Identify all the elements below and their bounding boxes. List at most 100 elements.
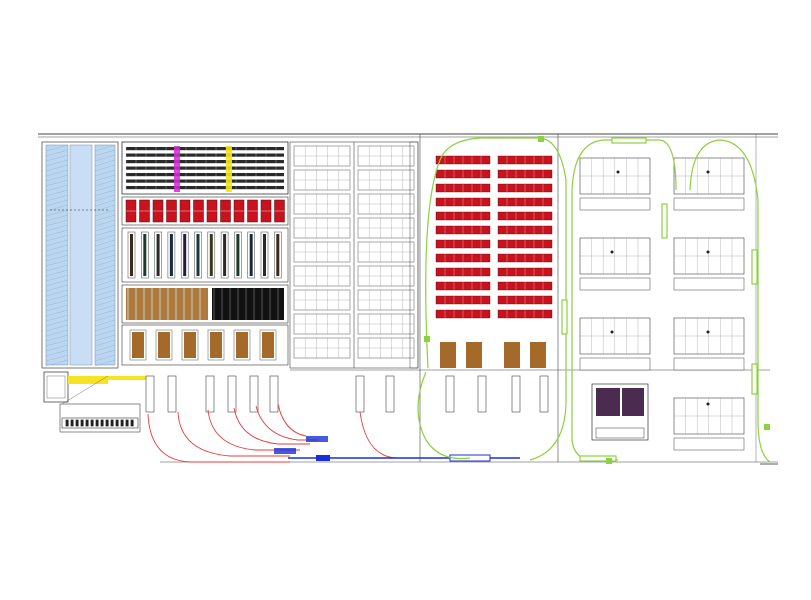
right-bay-lower <box>673 197 745 211</box>
shelf-stock <box>156 234 160 276</box>
hatch-line <box>45 339 69 347</box>
shelf-stock <box>143 234 147 276</box>
hatch-line <box>94 269 116 277</box>
dock-doors <box>145 375 549 413</box>
hatch-line <box>94 169 116 177</box>
hatch-line <box>94 354 116 362</box>
right-bay-lower <box>673 437 745 451</box>
hatch-line <box>94 209 116 217</box>
hatch-line <box>94 154 116 162</box>
hatch-line <box>45 244 69 252</box>
ground-blocks-row <box>121 324 289 366</box>
hatch-line <box>94 199 116 207</box>
hatch-line <box>94 214 116 222</box>
dock-tick <box>120 419 124 427</box>
hatch-line <box>94 149 116 157</box>
hatch-line <box>45 329 69 337</box>
dock-tick <box>90 419 94 427</box>
hatch-line <box>94 309 116 317</box>
dock-tick <box>85 419 89 427</box>
dock-tick <box>65 419 69 427</box>
hatch-line <box>45 334 69 342</box>
dock-tick <box>70 419 74 427</box>
hatch-line <box>45 249 69 257</box>
center-pallet <box>466 342 482 368</box>
center-wall <box>409 141 419 369</box>
hatch-line <box>94 224 116 232</box>
hatch-line <box>94 344 116 352</box>
hatch-line <box>94 319 116 327</box>
hatch-line <box>94 234 116 242</box>
dock-tick <box>115 419 119 427</box>
shelf-stock <box>236 234 240 276</box>
vehicle-paths <box>147 403 520 463</box>
hatch-line <box>94 184 116 192</box>
red-rack-block-center <box>435 155 553 368</box>
dock-tick <box>95 419 99 427</box>
dock-tick <box>130 419 134 427</box>
hatch-line <box>45 354 69 362</box>
shelf-stock <box>276 234 280 276</box>
tier-rack <box>126 186 284 190</box>
ground-block <box>184 332 196 358</box>
hatch-line <box>45 284 69 292</box>
hatch-line <box>94 249 116 257</box>
hatch-line <box>94 159 116 167</box>
red-rack-row-left <box>121 196 289 226</box>
ground-block <box>210 332 222 358</box>
hatch-line <box>94 229 116 237</box>
hatch-line <box>94 299 116 307</box>
shelf-stock <box>169 234 173 276</box>
hatch-line <box>94 334 116 342</box>
tier-rack <box>126 147 284 151</box>
hatch-line <box>45 359 69 367</box>
hatch-line <box>45 289 69 297</box>
center-pallet <box>504 342 520 368</box>
dock-door <box>145 375 155 413</box>
hatch-line <box>45 234 69 242</box>
hatch-line <box>45 264 69 272</box>
hatch-line <box>94 314 116 322</box>
hatch-line <box>94 194 116 202</box>
hatch-line <box>94 279 116 287</box>
hatch-line <box>45 259 69 267</box>
tier-rack <box>126 166 284 170</box>
hatch-line <box>45 324 69 332</box>
shelf-stock <box>223 234 227 276</box>
dock-tick <box>110 419 114 427</box>
dock-door <box>249 375 259 413</box>
tier-rack <box>126 153 284 157</box>
hatch-line <box>94 294 116 302</box>
hatch-line <box>45 239 69 247</box>
hatch-line <box>45 279 69 287</box>
tier-rack <box>126 179 284 183</box>
hatch-line <box>45 269 69 277</box>
shelf-stock <box>249 234 253 276</box>
hatch-line <box>94 219 116 227</box>
right-bay-blocks <box>579 157 745 451</box>
hatch-line <box>94 264 116 272</box>
hatch-line <box>45 314 69 322</box>
shelf-stock <box>209 234 213 276</box>
hatch-line <box>45 214 69 222</box>
shelf-stock <box>196 234 200 276</box>
green-agv-loops <box>417 136 771 464</box>
small-office-right <box>591 383 649 441</box>
hatch-line <box>94 244 116 252</box>
dock-door <box>227 375 237 413</box>
center-pallet <box>530 342 546 368</box>
hatch-line <box>45 299 69 307</box>
hatch-line <box>94 259 116 267</box>
dock-tick <box>100 419 104 427</box>
right-bay-lower <box>673 357 745 371</box>
dock-tick <box>75 419 79 427</box>
dock-door <box>511 375 521 413</box>
hatch-line <box>45 149 69 157</box>
right-bay-lower <box>579 357 651 371</box>
shelving-row <box>121 227 289 283</box>
center-shelving-bays <box>289 141 419 369</box>
hatch-line <box>45 344 69 352</box>
hatch-line <box>45 254 69 262</box>
hatch-line <box>94 189 116 197</box>
dark-rack-block <box>212 288 284 320</box>
